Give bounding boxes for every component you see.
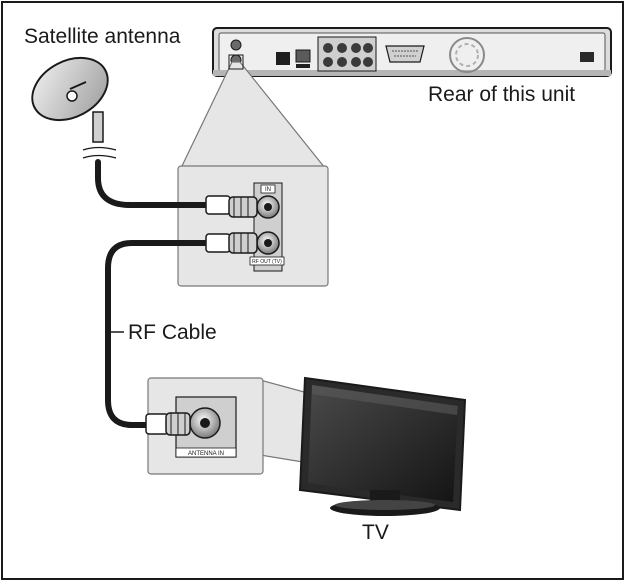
tv-label: TV (362, 521, 389, 544)
television (298, 376, 467, 516)
cables (95, 159, 221, 428)
rf-cable-label: RF Cable (128, 321, 217, 344)
coax-plug-tv (145, 412, 191, 436)
satellite-antenna-label: Satellite antenna (24, 25, 181, 48)
coax-plug-in (205, 195, 258, 218)
unit-connector-panel (177, 165, 329, 287)
unit-in-label: IN (265, 187, 271, 193)
coax-plug-out (205, 232, 258, 254)
satellite-dish (31, 56, 117, 159)
unit-out-label: RF OUT (TV) (252, 259, 282, 265)
rear-of-unit-label: Rear of this unit (428, 83, 576, 106)
tv-in-label: ANTENNA IN (188, 451, 224, 457)
unit-rear-panel (212, 27, 612, 77)
